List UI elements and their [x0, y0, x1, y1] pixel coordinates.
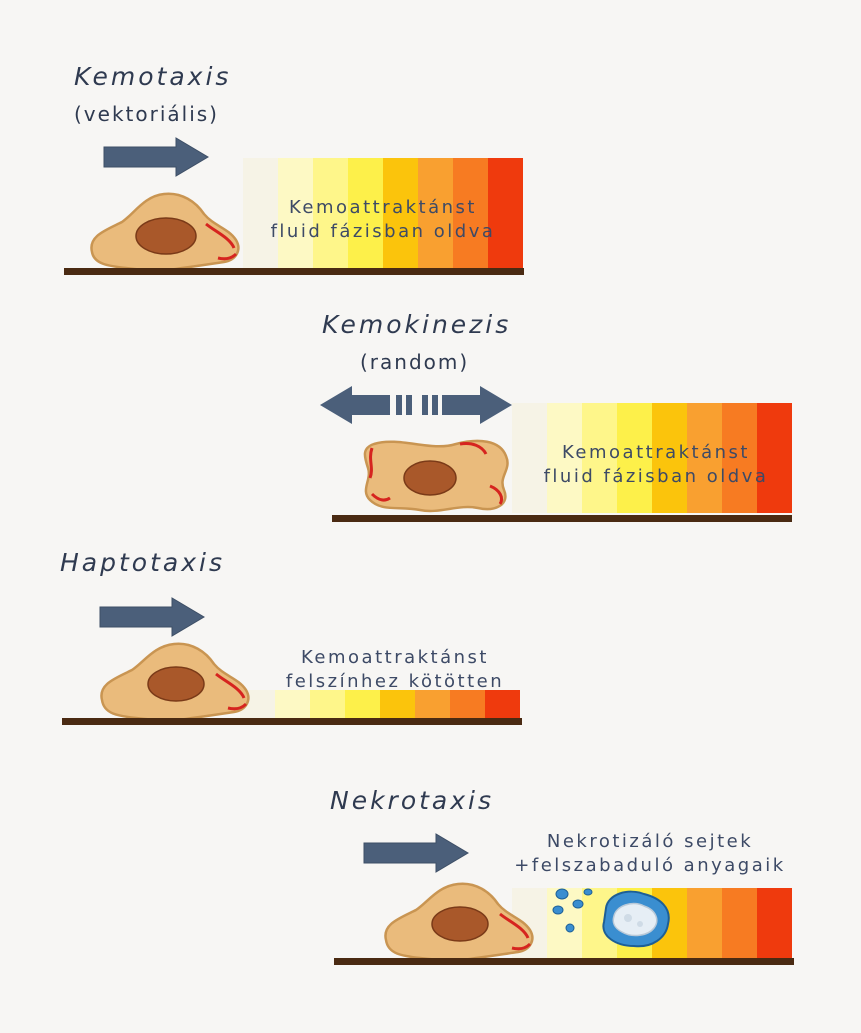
gradient-label-line-2: fluid fázisban oldva — [543, 466, 769, 487]
panel-title-kemokinezis: Kemokinezis — [322, 310, 512, 339]
necrotic-cell-icon — [552, 888, 670, 948]
chemoattractant-gradient — [512, 403, 792, 513]
surface-floor — [334, 958, 794, 965]
migrating-cell — [363, 439, 509, 513]
migrating-cell — [384, 882, 534, 962]
gradient-label-line-1: Nekrotizáló sejtek — [546, 831, 754, 852]
migrating-cell — [100, 642, 250, 722]
panel-title-haptotaxis: Haptotaxis — [60, 548, 225, 577]
gradient-label: Kemoattraktánst fluid fázisban oldva — [243, 196, 523, 244]
panel-title-nekrotaxis: Nekrotaxis — [330, 786, 495, 815]
chemoattractant-gradient — [243, 158, 523, 268]
gradient-label-line-1: Kemoattraktánst — [289, 197, 477, 218]
surface-floor — [332, 515, 792, 522]
surface-floor — [64, 268, 524, 275]
right-arrow-icon — [103, 137, 209, 177]
migrating-cell — [90, 192, 240, 272]
right-arrow-icon — [363, 833, 469, 873]
gradient-label: Nekrotizáló sejtek +felszabaduló anyagai… — [500, 830, 800, 878]
surface-bound-gradient — [240, 690, 520, 718]
right-arrow-icon — [99, 597, 205, 637]
gradient-label-line-2: +felszabaduló anyagaik — [514, 855, 786, 876]
panel-subtitle-kemokinezis: (random) — [360, 350, 470, 374]
gradient-label-line-2: fluid fázisban oldva — [270, 221, 496, 242]
gradient-label: Kemoattraktánst fluid fázisban oldva — [520, 441, 792, 489]
gradient-label-line-2: felszínhez kötötten — [285, 671, 505, 692]
gradient-label-line-1: Kemoattraktánst — [301, 647, 489, 668]
gradient-label-line-1: Kemoattraktánst — [562, 442, 750, 463]
double-arrow-icon — [320, 386, 512, 424]
panel-title-kemotaxis: Kemotaxis — [74, 62, 232, 91]
gradient-label: Kemoattraktánst felszínhez kötötten — [270, 646, 520, 694]
panel-subtitle-kemotaxis: (vektoriális) — [74, 102, 219, 126]
surface-floor — [62, 718, 522, 725]
